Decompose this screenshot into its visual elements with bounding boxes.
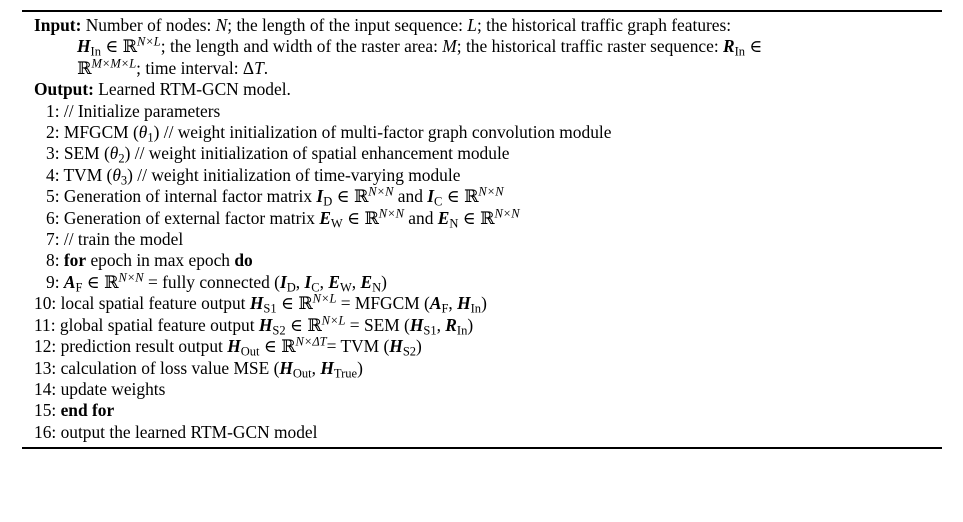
algo-line-8: 8: for epoch in max epoch do bbox=[46, 250, 253, 271]
algo-line-5: 5: Generation of internal factor matrix … bbox=[46, 184, 504, 209]
output-line: Output: Learned RTM-GCN model. bbox=[34, 79, 291, 100]
algo-line-3: 3: SEM (θ2) // weight initialization of … bbox=[46, 143, 510, 166]
algo-line-16: 16: output the learned RTM-GCN model bbox=[34, 421, 318, 442]
input-line-cont-2: ℝM×M×L; time interval: ΔT. bbox=[77, 56, 269, 78]
top-rule bbox=[22, 10, 942, 12]
algo-line-14: 14: update weights bbox=[34, 378, 166, 399]
algorithm-block: Input: Number of nodes: N; the length of… bbox=[22, 10, 942, 450]
algo-line-12: 12: prediction result output HOut ∈ ℝN×Δ… bbox=[34, 334, 422, 359]
algo-line-7: 7: // train the model bbox=[46, 229, 184, 250]
algo-line-2: 2: MFGCM (θ1) // weight initialization o… bbox=[46, 122, 612, 145]
algo-line-10: 10: local spatial feature output HS1 ∈ ℝ… bbox=[34, 291, 487, 316]
algo-line-13: 13: calculation of loss value MSE (HOut,… bbox=[34, 357, 363, 380]
algo-line-6: 6: Generation of external factor matrix … bbox=[46, 206, 520, 231]
algo-line-1: 1: // Initialize parameters bbox=[46, 100, 221, 121]
algo-line-15: 15: end for bbox=[34, 400, 115, 421]
algo-line-4: 4: TVM (θ3) // weight initialization of … bbox=[46, 164, 461, 188]
bottom-rule bbox=[22, 447, 942, 450]
output-label: Output: bbox=[34, 79, 94, 100]
input-line-cont-1: HIn ∈ ℝN×L; the length and width of the … bbox=[77, 34, 763, 59]
input-label: Input: bbox=[34, 15, 82, 35]
input-line: Input: Number of nodes: N; the length of… bbox=[34, 15, 732, 35]
algo-line-11: 11: global spatial feature output HS2 ∈ … bbox=[34, 313, 474, 338]
algo-line-9: 9: AF ∈ ℝN×N = fully connected (ID, IC, … bbox=[46, 270, 387, 295]
